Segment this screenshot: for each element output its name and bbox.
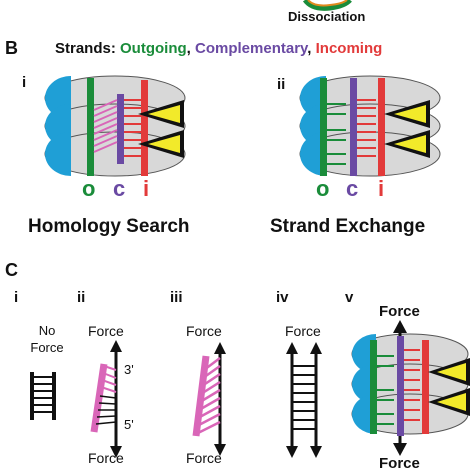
panel-c-sub-i: i: [14, 289, 19, 306]
force-label-v-bottom: Force: [379, 455, 420, 472]
no-force-line1: No: [38, 323, 56, 338]
end-5-label: 5': [124, 417, 134, 432]
strand-letter-c-ii: c: [346, 176, 359, 201]
panel-b-sub-ii: ii: [277, 76, 286, 93]
panel-c-sub-iii: iii: [170, 289, 183, 306]
force-label-ii-top: Force: [88, 323, 124, 339]
dissociation-label: Dissociation: [288, 9, 366, 24]
panel-b-sub-i: i: [22, 74, 27, 91]
panel-c-letter: C: [5, 260, 18, 280]
strand-letter-c-i: c: [113, 176, 126, 201]
panel-b-letter: B: [5, 38, 18, 58]
legend-incoming: Incoming: [315, 40, 383, 57]
force-label-v-top: Force: [379, 303, 420, 320]
end-3-label: 3': [124, 362, 134, 377]
panel-c-sub-ii: ii: [77, 289, 86, 306]
strand-letter-i-ii: i: [378, 176, 385, 201]
legend-complementary: Complementary: [195, 40, 308, 57]
panel-c-sub-iv: iv: [276, 289, 289, 306]
no-force-label: No Force: [22, 322, 72, 356]
no-force-line2: Force: [30, 340, 64, 355]
panel-c-sub-v: v: [345, 289, 354, 306]
strand-letter-o-ii: o: [316, 176, 330, 201]
strand-letter-o-i: o: [82, 176, 96, 201]
legend-prefix: Strands:: [55, 40, 121, 57]
force-label-iii-bottom: Force: [186, 450, 222, 466]
strand-letter-i-i: i: [143, 176, 150, 201]
strand-legend: Strands: Outgoing, Complementary, Incomi…: [55, 40, 383, 57]
force-label-iv: Force: [285, 323, 321, 339]
caption-strand-exchange: Strand Exchange: [270, 216, 426, 237]
caption-homology-search: Homology Search: [28, 216, 190, 237]
force-label-iii-top: Force: [186, 323, 222, 339]
legend-outgoing: Outgoing: [120, 40, 187, 57]
dissociation-fragment-icon: [302, 0, 352, 11]
